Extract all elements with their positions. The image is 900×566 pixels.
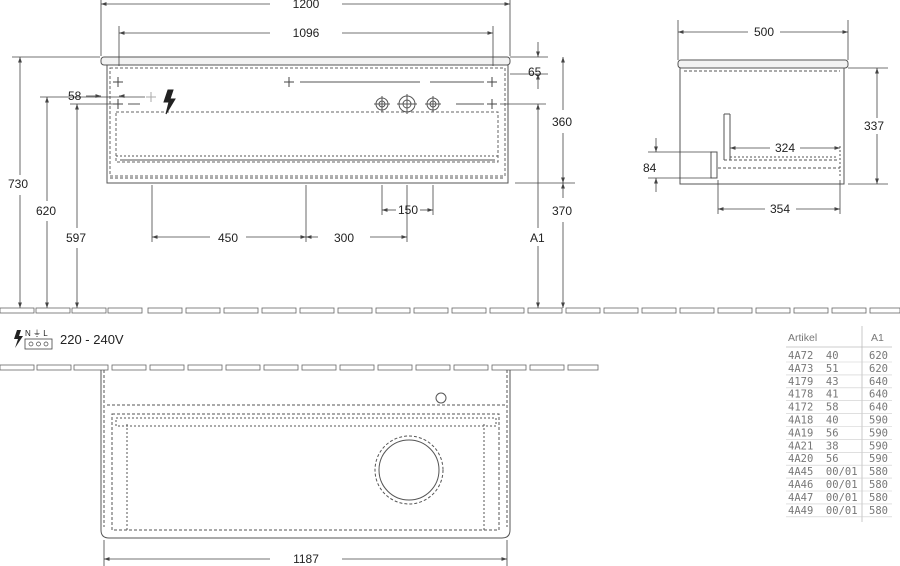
- table-cell-a1: 590: [869, 453, 888, 465]
- table-row: 4A21 38 590: [786, 440, 892, 453]
- table-cell-artikel: 4178 41: [788, 389, 839, 401]
- lightning-icon: [163, 89, 176, 115]
- table-row: 4178 41 640: [786, 389, 892, 402]
- dim-370: 370: [552, 204, 572, 218]
- crosshair-icon: [487, 99, 497, 109]
- table-cell-a1: 640: [869, 376, 888, 388]
- dim-500: 500: [754, 25, 774, 39]
- table-cell-artikel: 4A49 00/01: [788, 505, 858, 517]
- top-cabinet-outline: [100, 370, 511, 539]
- dim-360: 360: [552, 115, 572, 129]
- drain-circle: [374, 435, 444, 505]
- table-cell-artikel: 4A45 00/01: [788, 466, 858, 478]
- table-header-artikel: Artikel: [788, 332, 817, 344]
- dim-1200: 1200: [293, 0, 320, 11]
- table-cell-a1: 590: [869, 415, 888, 427]
- table-cell-a1: 580: [869, 505, 888, 517]
- terminal-letters: N ⏚ L: [25, 329, 48, 338]
- dimension-labels: 1200 1096 65 58 360 370 730 620 597 A1 4…: [8, 0, 884, 566]
- front-dimensions: [12, 0, 575, 308]
- dim-84: 84: [643, 161, 657, 175]
- dim-597: 597: [66, 231, 86, 245]
- front-view: [100, 56, 511, 184]
- crosshair-icon: [487, 77, 497, 87]
- top-view: [0, 364, 599, 539]
- valve-icon: [397, 94, 417, 114]
- table-row: 4A19 56 590: [786, 427, 892, 440]
- electrical-symbol: N ⏚ L 220 - 240V: [14, 329, 124, 350]
- table-cell-artikel: 4A21 38: [788, 440, 839, 452]
- table-cell-a1: 580: [869, 479, 888, 491]
- dim-300: 300: [334, 231, 354, 245]
- dim-337: 337: [864, 119, 884, 133]
- front-countertop: [100, 56, 511, 66]
- front-cabinet-body: [106, 64, 509, 184]
- table-cell-artikel: 4A72 40: [788, 350, 839, 362]
- dim-1096: 1096: [293, 26, 320, 40]
- table-row: 4179 43 640: [786, 376, 892, 389]
- table-cell-a1: 590: [869, 440, 888, 452]
- table-header-a1: A1: [871, 332, 884, 344]
- table-cell-a1: 620: [869, 350, 888, 362]
- table-cell-artikel: 4A18 40: [788, 415, 839, 427]
- table-cell-artikel: 4172 58: [788, 402, 839, 414]
- dim-58: 58: [68, 89, 82, 103]
- dim-354: 354: [770, 202, 790, 216]
- crosshair-icon: [113, 77, 123, 87]
- table-cell-a1: 640: [869, 389, 888, 401]
- dim-1187: 1187: [293, 552, 319, 566]
- dim-730: 730: [8, 177, 28, 191]
- table-row: 4A20 56 590: [786, 453, 892, 466]
- lightning-icon: [14, 330, 23, 348]
- dim-65: 65: [528, 65, 542, 79]
- table-cell-a1: 580: [869, 466, 888, 478]
- floor-line: [0, 307, 900, 314]
- bottom-dimension: [103, 540, 508, 566]
- table-cell-artikel: 4A20 56: [788, 453, 839, 465]
- table-row: 4A47 00/01 580: [786, 492, 892, 505]
- table-row: 4A45 00/01 580: [786, 466, 892, 479]
- table-cell-a1: 620: [869, 363, 888, 375]
- tap-hole: [435, 392, 447, 404]
- side-view: [677, 59, 849, 185]
- table-cell-artikel: 4179 43: [788, 376, 839, 388]
- crosshair-icon: [113, 99, 123, 109]
- table-cell-a1: 590: [869, 427, 888, 439]
- table-cell-artikel: 4A47 00/01: [788, 492, 858, 504]
- table-row: 4A49 00/01 580: [786, 505, 892, 518]
- table-row: 4A46 00/01 580: [786, 479, 892, 492]
- table-cell-a1: 640: [869, 402, 888, 414]
- table-rows: 4A72 40 620 4A73 51 620 4179 43 640 4178 41 640…: [786, 350, 892, 518]
- side-dimensions: [648, 20, 888, 214]
- table-row: 4A73 51 620: [786, 363, 892, 376]
- table-row: 4A72 40 620: [786, 350, 892, 363]
- article-table: Artikel A1 4A72 40 620 4A73 51 620 4179 43 64…: [786, 326, 892, 522]
- dim-150: 150: [398, 203, 418, 217]
- table-cell-artikel: 4A46 00/01: [788, 479, 858, 491]
- table-cell-artikel: 4A19 56: [788, 427, 839, 439]
- table-row: 4A18 40 590: [786, 415, 892, 427]
- valve-icon: [425, 96, 441, 112]
- dim-a1: A1: [530, 231, 545, 245]
- dim-324: 324: [775, 141, 795, 155]
- terminal-block-icon: [24, 338, 53, 350]
- dim-620: 620: [36, 204, 56, 218]
- dim-450: 450: [218, 231, 238, 245]
- side-countertop: [677, 59, 849, 69]
- table-row: 4172 58 640: [786, 402, 892, 414]
- voltage-label: 220 - 240V: [60, 332, 124, 347]
- table-cell-artikel: 4A73 51: [788, 363, 839, 375]
- table-cell-a1: 580: [869, 492, 888, 504]
- crosshair-icon: [284, 77, 294, 87]
- valve-icon: [374, 96, 390, 112]
